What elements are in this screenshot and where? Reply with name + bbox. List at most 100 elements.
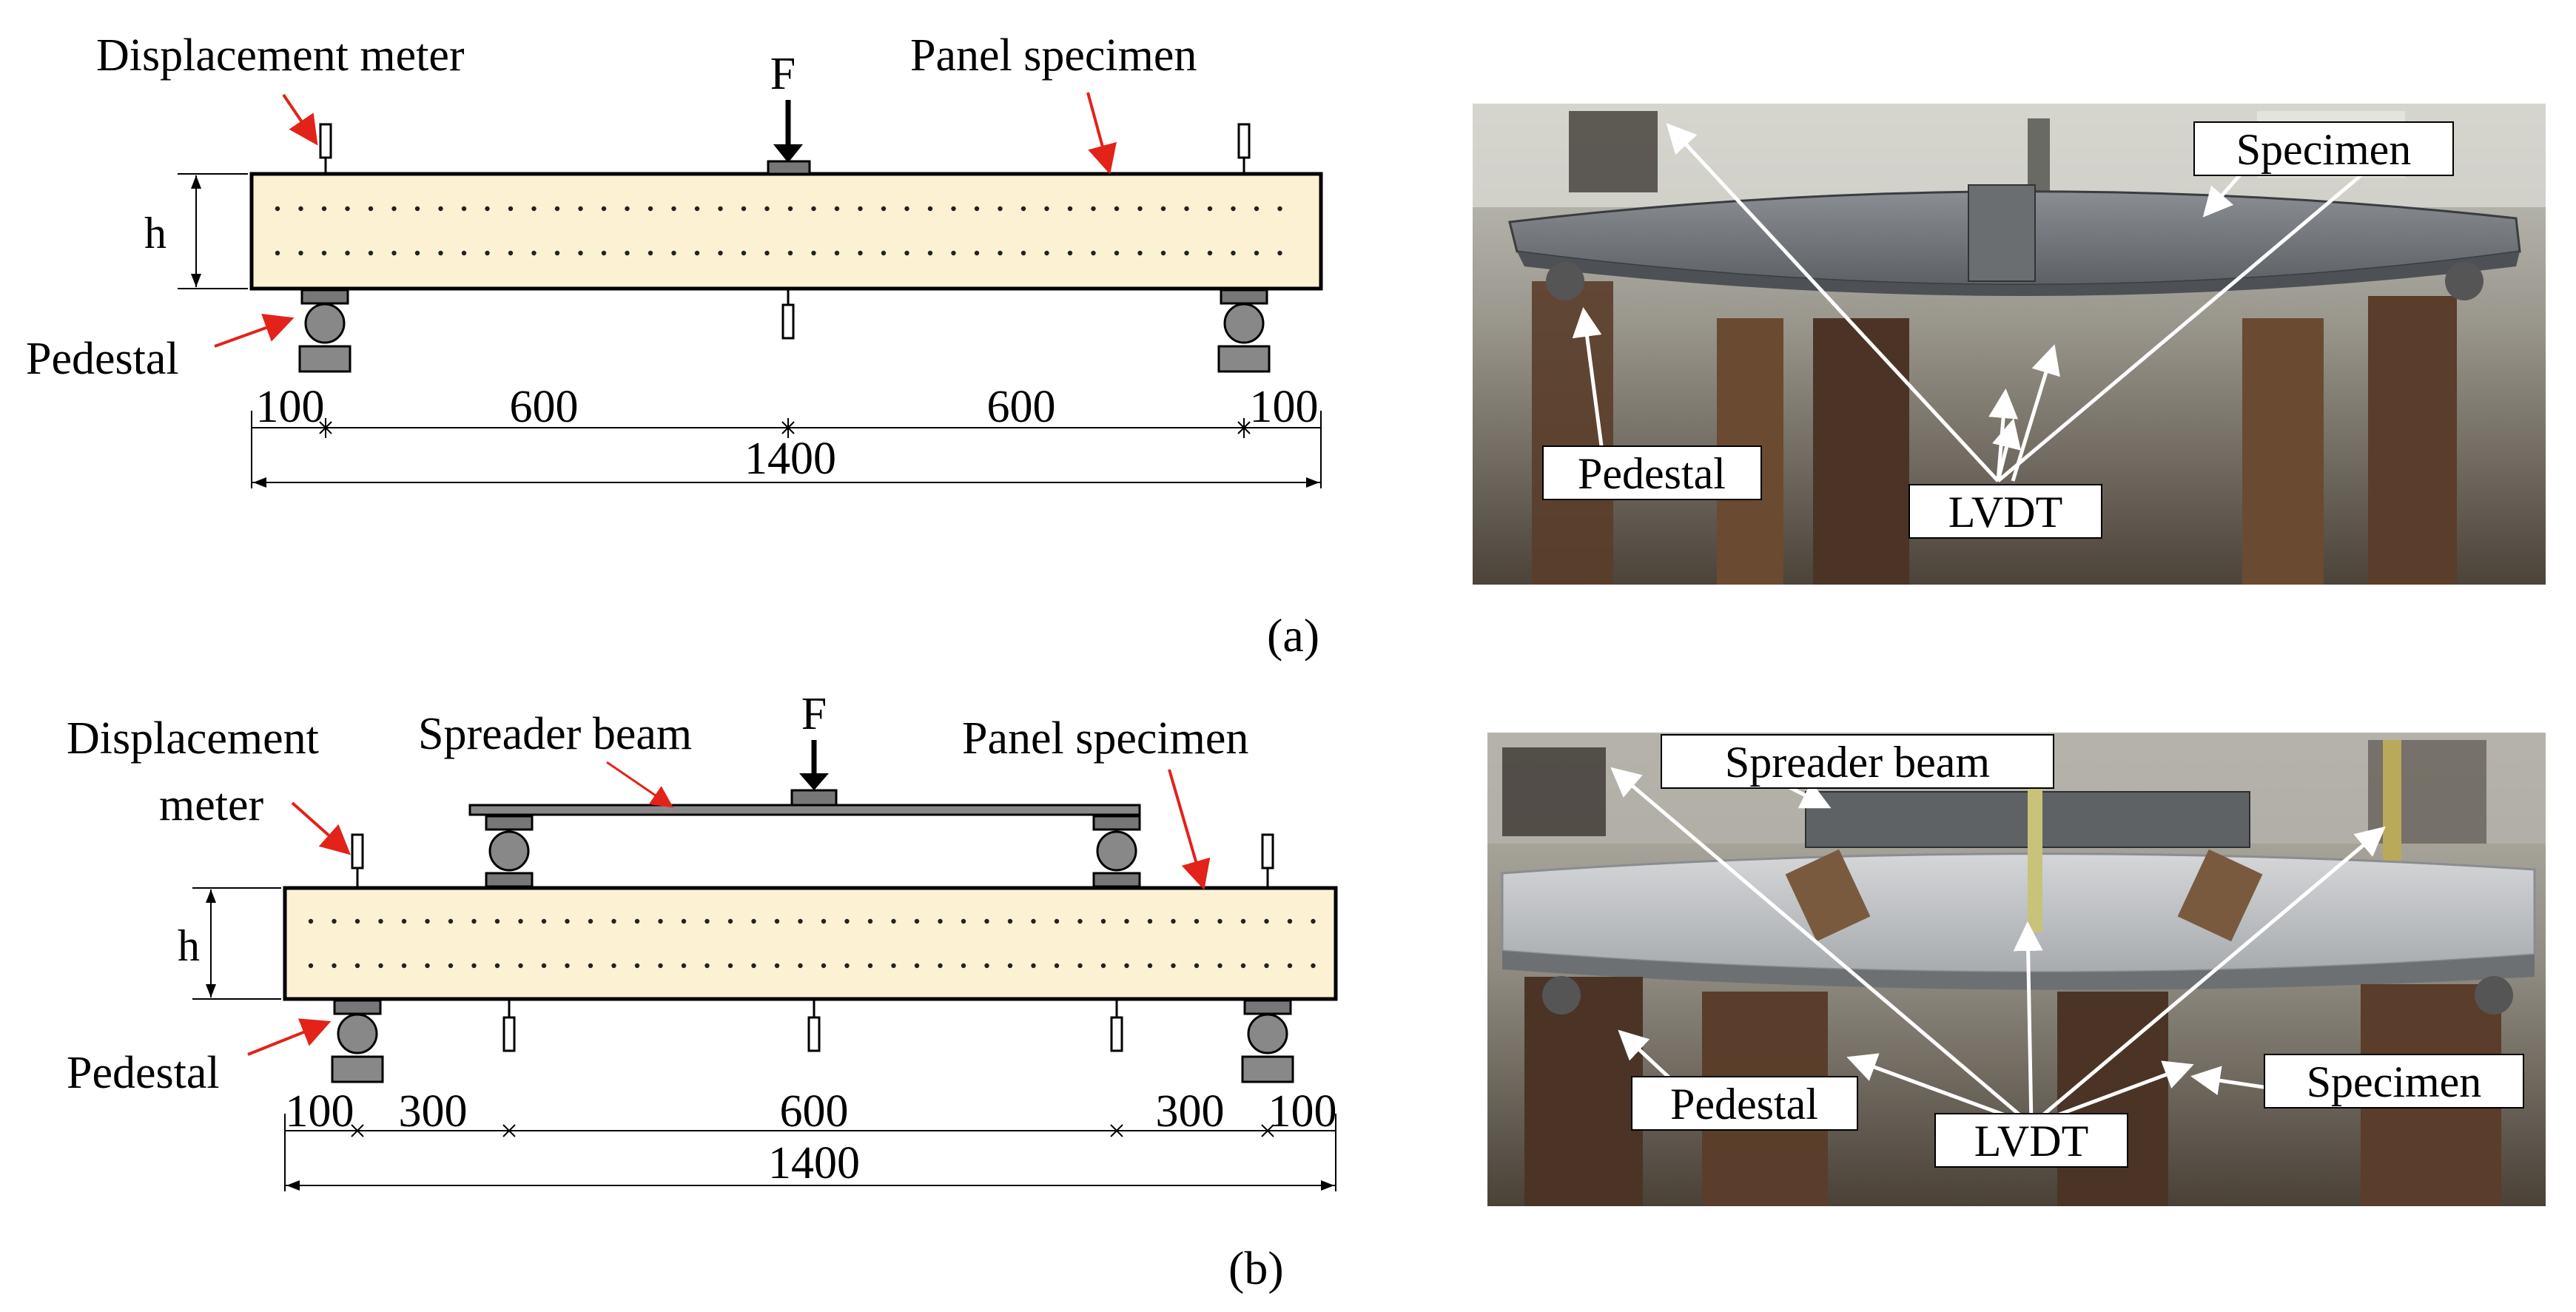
rebar-dot [634, 918, 640, 924]
photo-b-specimen [1501, 852, 2536, 974]
rebar-dot [378, 963, 383, 969]
rebar-dot [1020, 206, 1026, 212]
rebar-dot [332, 918, 337, 924]
rebar-dot [554, 250, 560, 256]
rebar-dot [438, 206, 443, 212]
rebar-dot [648, 206, 653, 212]
rebar-dot [565, 918, 570, 924]
rebar-dot [961, 963, 966, 969]
rebar-dot [625, 250, 630, 256]
rebar-dot [1311, 918, 1316, 924]
rebar-dot [1277, 250, 1282, 256]
rebar-dot [588, 963, 593, 969]
rebar-dot [634, 963, 640, 969]
rebar-dot [425, 963, 430, 969]
rebar-dot [821, 918, 827, 924]
rebar-dot [1287, 918, 1293, 924]
rebar-dot [438, 250, 443, 256]
displacement-meter-label-b1: Displacement [67, 713, 319, 764]
rebar-dot [1287, 963, 1293, 969]
rebar-dot [658, 918, 663, 924]
dim-total-b: 1400 [768, 1138, 860, 1188]
dim-seg-b-2: 300 [399, 1086, 468, 1137]
rebar-dot [1147, 963, 1153, 969]
rebar-dot [1264, 963, 1269, 969]
rebar-dot [448, 963, 454, 969]
pedestal-right-a [1217, 289, 1271, 373]
rebar-dot [1147, 918, 1153, 924]
rebar-dot [751, 918, 756, 924]
rebar-dot [1194, 918, 1200, 924]
photo-a: Specimen Pedestal LVDT [1473, 104, 2546, 585]
rebar-dot [904, 206, 909, 212]
rebar-dot [321, 250, 327, 256]
rebar-dot [1031, 918, 1036, 924]
rebar-dot [1171, 963, 1176, 969]
force-label-b: F [801, 689, 827, 739]
spreader-roller-right [1092, 815, 1141, 888]
rebar-dot [1067, 206, 1073, 212]
rebar-dot [578, 206, 583, 212]
rebar-dot [1067, 250, 1073, 256]
rebar-dot [448, 918, 454, 924]
rebar-dot [671, 250, 676, 256]
photo-b-lvdt-label: LVDT [1974, 1117, 2088, 1165]
dim-total-a: 1400 [744, 434, 836, 484]
rebar-dot [401, 918, 407, 924]
rebar-dot [1311, 963, 1316, 969]
rebar-dot [611, 963, 616, 969]
spreader-beam-label: Spreader beam [418, 709, 692, 759]
panel-specimen-label-b: Panel specimen [962, 713, 1248, 764]
rebar-dot [531, 206, 537, 212]
rebar-dot [961, 918, 966, 924]
rebar-dot [787, 206, 793, 212]
rebar-dot [741, 250, 747, 256]
rebar-dot [332, 963, 337, 969]
rebar-dot [1007, 963, 1013, 969]
rebar-dot [891, 963, 896, 969]
rebar-dot [984, 963, 989, 969]
rebar-dot [727, 918, 733, 924]
rebar-dot [1240, 963, 1246, 969]
rebar-dot [694, 250, 700, 256]
rebar-dot [494, 963, 500, 969]
pedestal-left-a [298, 289, 352, 373]
caption-a: (a) [1267, 609, 1319, 662]
rebar-dot [764, 206, 770, 212]
rebar-dot [1254, 250, 1260, 256]
rebar-dot [951, 206, 956, 212]
dim-seg-b-5: 100 [1268, 1086, 1337, 1137]
rebar-dot [998, 206, 1003, 212]
dim-seg-b-1: 100 [286, 1086, 354, 1137]
loading-plate-a [767, 160, 811, 175]
rebar-dot [867, 918, 873, 924]
rebar-dot [798, 918, 803, 924]
rebar-dot [1100, 963, 1106, 969]
rebar-dot [718, 250, 723, 256]
rebar-dot [354, 918, 360, 924]
force-arrowhead-a [773, 144, 803, 163]
displacement-meter-right-a [1237, 123, 1251, 159]
rebar-dot [308, 963, 314, 969]
rebar-dot [1277, 206, 1282, 212]
pedestal-right-b [1241, 999, 1294, 1083]
photo-a-pedestal-label: Pedestal [1578, 449, 1726, 498]
rebar-dot [1137, 250, 1143, 256]
rebar-dot [601, 206, 607, 212]
rebar-dot [345, 206, 350, 212]
rebar-dot [1184, 250, 1189, 256]
rebar-dot [485, 250, 490, 256]
rebar-dot [321, 206, 327, 212]
rebar-dot [881, 206, 887, 212]
rebar-dot [541, 918, 547, 924]
rebar-dot [368, 206, 374, 212]
rebar-dot [844, 963, 850, 969]
rebar-dot [485, 206, 490, 212]
rebar-dot [751, 963, 756, 969]
rebar-dot [904, 250, 909, 256]
rebar-dot [834, 206, 840, 212]
rebar-dot [611, 918, 616, 924]
rebar-dots-a [275, 206, 1282, 256]
displacement-meter-label-b2: meter [159, 780, 263, 830]
diagram-b: F [67, 689, 1338, 1191]
